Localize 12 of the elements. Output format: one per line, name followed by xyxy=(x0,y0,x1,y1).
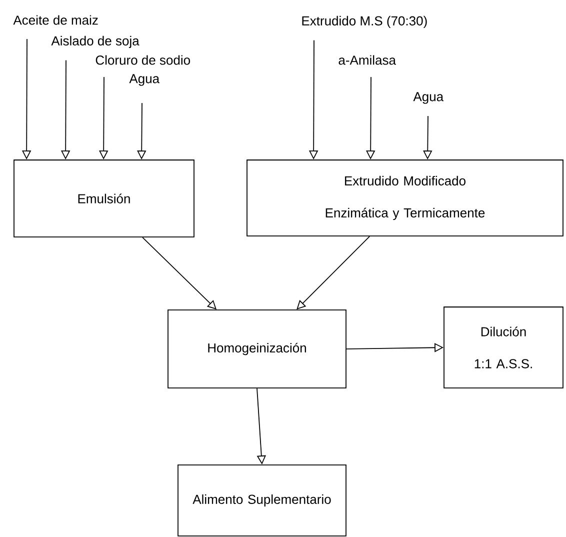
process-box: Emulsión xyxy=(14,160,194,238)
input-label: a-Amilasa xyxy=(338,55,396,65)
input-label: Cloruro de sodio xyxy=(96,55,190,65)
input-label: Agua xyxy=(129,74,160,86)
process-box: Homogeinización xyxy=(168,310,346,388)
input-label: Aislado de soja xyxy=(51,36,140,48)
process-box: Alimento Suplementario xyxy=(178,464,346,536)
input-label: Aceite de maiz xyxy=(13,15,98,25)
process-box: Dilución 1:1 A.S.S. xyxy=(444,306,564,388)
input-label: Extrudido M.S (70:30) xyxy=(302,16,427,28)
input-label: Agua xyxy=(413,92,444,104)
process-box: Extrudido Modificado Enzimática y Termicamente xyxy=(246,160,564,236)
